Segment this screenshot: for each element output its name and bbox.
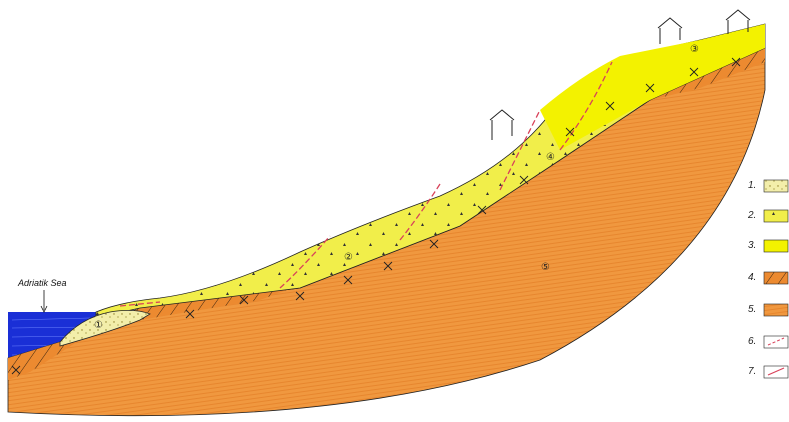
legend-num-1: 1. bbox=[748, 180, 756, 191]
legend-swatch-3 bbox=[764, 240, 788, 252]
legend-num-6: 6. bbox=[748, 336, 756, 347]
unit-4-marker: ④ bbox=[546, 152, 555, 163]
unit-3-marker: ③ bbox=[690, 44, 699, 55]
legend-swatch-2 bbox=[764, 210, 788, 222]
legend: 1. 2. 3. 4. 5. 6. 7. bbox=[747, 180, 788, 378]
legend-swatch-5 bbox=[764, 304, 788, 316]
unit-2-marker: ② bbox=[344, 252, 353, 263]
legend-swatch-6 bbox=[764, 336, 788, 348]
legend-num-4: 4. bbox=[748, 272, 756, 283]
legend-num-3: 3. bbox=[748, 240, 756, 251]
unit-1-marker: ① bbox=[94, 320, 103, 331]
legend-num-5: 5. bbox=[748, 304, 756, 315]
unit-5-marker: ⑤ bbox=[541, 262, 550, 273]
legend-num-7: 7. bbox=[748, 366, 756, 377]
legend-num-2: 2. bbox=[747, 210, 756, 221]
sea-label: Adriatik Sea bbox=[17, 278, 67, 288]
legend-swatch-1 bbox=[764, 180, 788, 192]
legend-swatch-4 bbox=[764, 272, 788, 284]
